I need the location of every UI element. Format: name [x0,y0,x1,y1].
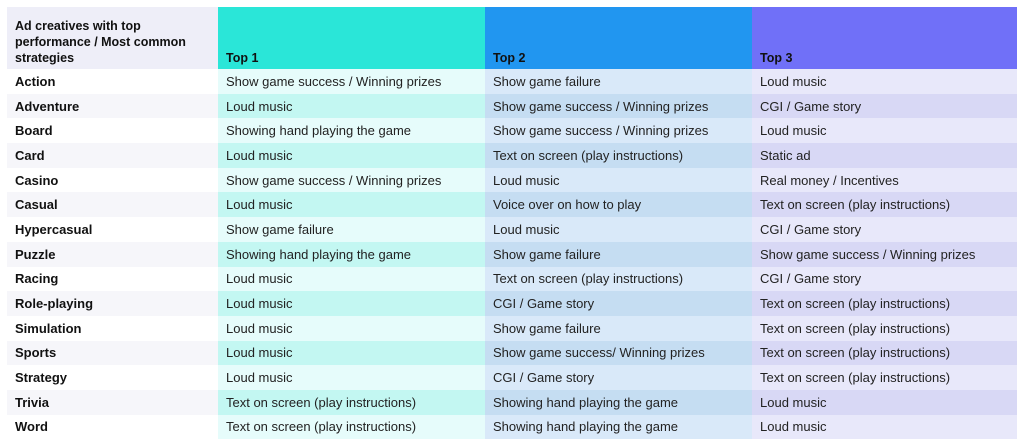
strategy-cell-top2: Loud music [485,217,752,242]
strategy-cell-top3: Loud music [752,389,1017,415]
header-top1: Top 1 [218,7,485,69]
header-category: Ad creatives with top performance / Most… [7,7,218,69]
strategy-cell-top3: Loud music [752,118,1017,144]
strategy-cell-top1: Show game success / Winning prizes [218,69,485,94]
genre-cell: Casual [7,192,218,218]
genre-cell: Board [7,118,218,144]
strategy-cell-top3: CGI / Game story [752,217,1017,242]
strategies-table: Ad creatives with top performance / Most… [7,7,1017,440]
strategy-cell-top2: Showing hand playing the game [485,414,752,440]
strategy-cell-top1: Loud music [218,93,485,119]
strategy-cell-top2: Text on screen (play instructions) [485,266,752,292]
strategy-cell-top2: Voice over on how to play [485,192,752,218]
strategy-cell-top1: Loud music [218,340,485,366]
strategy-cell-top1: Show game success / Winning prizes [218,167,485,193]
strategy-cell-top3: Text on screen (play instructions) [752,340,1017,366]
strategy-cell-top1: Text on screen (play instructions) [218,389,485,415]
genre-cell: Simulation [7,315,218,341]
strategy-cell-top2: Show game failure [485,315,752,341]
strategy-cell-top3: Real money / Incentives [752,167,1017,193]
strategy-cell-top1: Loud music [218,266,485,292]
strategy-cell-top3: Loud music [752,414,1017,440]
strategy-cell-top3: CGI / Game story [752,93,1017,119]
genre-cell: Casino [7,167,218,193]
genre-cell: Trivia [7,389,218,415]
strategy-cell-top2: Show game success/ Winning prizes [485,340,752,366]
strategy-cell-top3: Text on screen (play instructions) [752,291,1017,316]
genre-cell: Sports [7,340,218,366]
strategy-cell-top1: Loud music [218,291,485,316]
genre-cell: Action [7,69,218,94]
strategy-cell-top1: Showing hand playing the game [218,241,485,267]
strategy-cell-top2: Show game failure [485,241,752,267]
header-top2: Top 2 [485,7,752,69]
strategy-cell-top3: CGI / Game story [752,266,1017,292]
strategy-cell-top1: Loud music [218,315,485,341]
strategy-cell-top3: Text on screen (play instructions) [752,192,1017,218]
genre-cell: Puzzle [7,241,218,267]
genre-cell: Adventure [7,93,218,119]
genre-cell: Hypercasual [7,217,218,242]
strategy-cell-top3: Show game success / Winning prizes [752,241,1017,267]
strategy-cell-top1: Show game failure [218,217,485,242]
strategy-cell-top3: Text on screen (play instructions) [752,315,1017,341]
strategy-cell-top2: CGI / Game story [485,291,752,316]
strategy-cell-top1: Showing hand playing the game [218,118,485,144]
strategy-cell-top1: Loud music [218,365,485,390]
genre-cell: Racing [7,266,218,292]
genre-cell: Word [7,414,218,440]
strategy-cell-top2: CGI / Game story [485,365,752,390]
strategy-cell-top2: Show game success / Winning prizes [485,93,752,119]
strategy-cell-top3: Loud music [752,69,1017,94]
strategy-cell-top2: Text on screen (play instructions) [485,143,752,168]
strategy-cell-top2: Show game failure [485,69,752,94]
strategy-cell-top1: Text on screen (play instructions) [218,414,485,440]
genre-cell: Role-playing [7,291,218,316]
strategy-cell-top2: Show game success / Winning prizes [485,118,752,144]
genre-cell: Card [7,143,218,168]
strategy-cell-top2: Loud music [485,167,752,193]
strategy-cell-top1: Loud music [218,192,485,218]
strategy-cell-top3: Static ad [752,143,1017,168]
strategy-cell-top2: Showing hand playing the game [485,389,752,415]
strategy-cell-top3: Text on screen (play instructions) [752,365,1017,390]
header-row: Ad creatives with top performance / Most… [7,7,1017,69]
strategy-cell-top1: Loud music [218,143,485,168]
genre-cell: Strategy [7,365,218,390]
header-top3: Top 3 [752,7,1017,69]
